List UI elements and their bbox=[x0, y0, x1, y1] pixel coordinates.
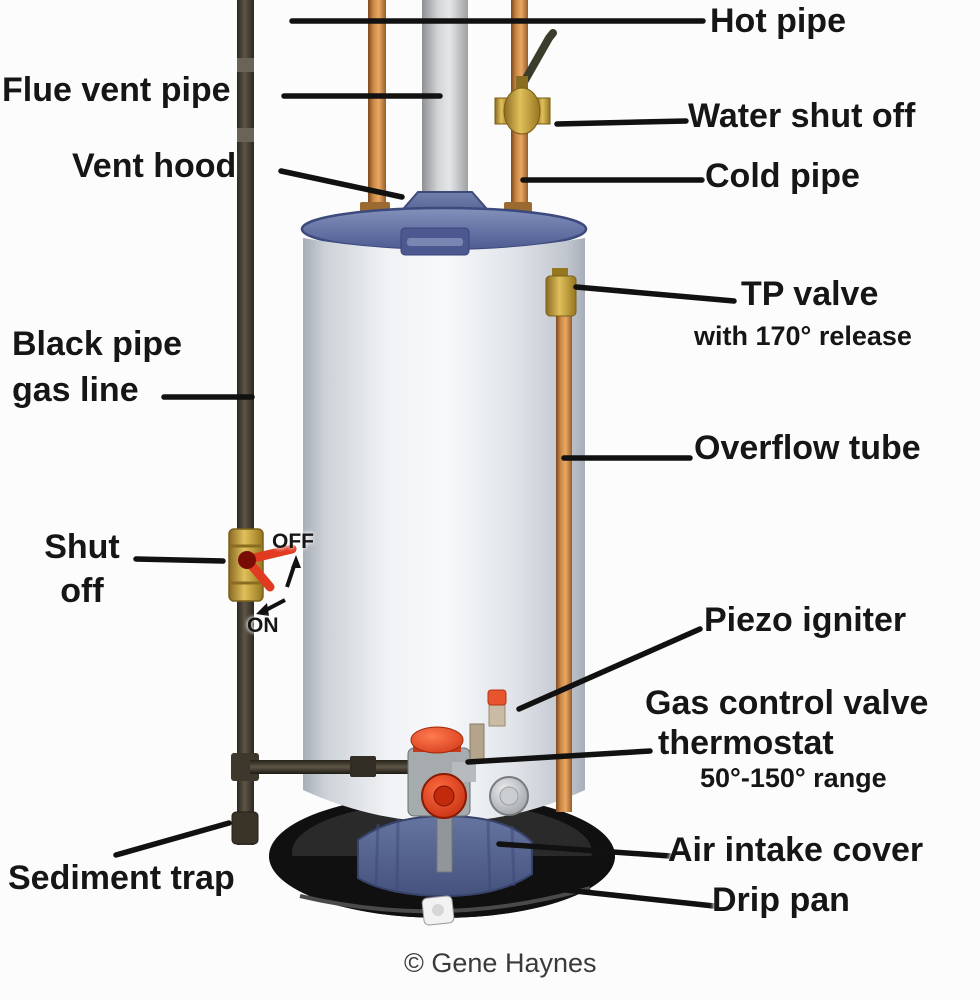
gas-pipe-union bbox=[350, 756, 376, 777]
leader-air-intake bbox=[496, 841, 673, 859]
leader-lines bbox=[113, 18, 737, 909]
off-arrow bbox=[285, 565, 296, 588]
label-air-intake-cover: Air intake cover bbox=[668, 831, 924, 869]
leader-vent-hood bbox=[278, 168, 405, 200]
tp-valve-top bbox=[552, 268, 568, 278]
sediment-trap-cap bbox=[231, 811, 259, 845]
gas-shutoff-pivot bbox=[238, 551, 256, 569]
label-black-pipe-1: Black pipe bbox=[12, 325, 183, 363]
gas-pipe-coupling bbox=[237, 128, 254, 142]
piezo-igniter bbox=[487, 689, 507, 706]
label-flue-vent-pipe: Flue vent pipe bbox=[2, 71, 231, 109]
leader-water-shut-off bbox=[554, 118, 689, 127]
manifold-tube bbox=[436, 813, 453, 873]
label-shut-off-line1: Shut bbox=[44, 528, 120, 566]
label-hot-pipe: Hot pipe bbox=[710, 2, 846, 40]
tank-body bbox=[303, 238, 585, 822]
water-shutoff-valve bbox=[503, 87, 541, 135]
credit-text: © Gene Haynes bbox=[404, 948, 597, 978]
label-gas-control-2: thermostat bbox=[658, 724, 834, 762]
off-arrow-head bbox=[291, 555, 301, 568]
gas-pipe-vertical bbox=[237, 0, 254, 845]
pilot-knob bbox=[410, 726, 464, 754]
leader-shut-off bbox=[133, 556, 226, 564]
label-gas-control-sub: 50°-150° range bbox=[700, 763, 887, 793]
gas-shutoff-ridges bbox=[231, 544, 261, 585]
leader-piezo-igniter bbox=[516, 626, 703, 712]
on-arrow-head bbox=[256, 603, 269, 616]
label-drip-pan: Drip pan bbox=[712, 881, 850, 919]
leader-tp-valve bbox=[573, 284, 737, 304]
tp-valve bbox=[545, 275, 577, 317]
label-tp-valve-sub: with 170° release bbox=[694, 321, 912, 351]
gas-shutoff-handle-off bbox=[245, 544, 297, 564]
gas-pipe-horizontal bbox=[250, 760, 426, 774]
label-off: OFF bbox=[272, 530, 314, 553]
gas-control-valve-panel bbox=[452, 762, 476, 782]
label-vent-hood: Vent hood bbox=[72, 147, 237, 185]
leader-sediment-trap bbox=[113, 820, 232, 858]
label-black-pipe-2: gas line bbox=[12, 371, 139, 409]
on-arrow bbox=[265, 598, 286, 612]
label-shut-off-line2: off bbox=[60, 571, 104, 610]
thermostat-dial-center bbox=[433, 785, 455, 807]
leader-gas-control bbox=[465, 748, 653, 765]
tank-label-stripe bbox=[407, 238, 463, 246]
thermocouple bbox=[469, 723, 485, 763]
label-cold-pipe: Cold pipe bbox=[705, 157, 860, 195]
label-gas-control-1: Gas control valve bbox=[645, 684, 929, 722]
water-shutoff-handle bbox=[520, 29, 557, 86]
label-on: ON bbox=[247, 614, 279, 637]
label-water-shut-off: Water shut off bbox=[688, 97, 916, 135]
overflow-tube bbox=[556, 300, 572, 812]
piezo-igniter-stem bbox=[488, 701, 506, 727]
air-intake-pleats bbox=[374, 818, 516, 893]
label-shut-off: Shut off bbox=[36, 526, 128, 613]
label-overflow-tube: Overflow tube bbox=[694, 429, 921, 467]
label-sediment-trap: Sediment trap bbox=[8, 859, 235, 897]
drain-valve-center bbox=[499, 786, 519, 806]
hot-pipe bbox=[368, 0, 386, 218]
gas-pipe-coupling bbox=[237, 58, 254, 72]
label-piezo-igniter: Piezo igniter bbox=[704, 601, 907, 639]
flue-vent-pipe bbox=[422, 0, 468, 200]
label-tp-valve: TP valve bbox=[741, 275, 879, 313]
pvc-fitting bbox=[421, 895, 455, 926]
leader-drip-pan bbox=[563, 887, 717, 909]
water-shutoff-stem bbox=[516, 76, 528, 88]
